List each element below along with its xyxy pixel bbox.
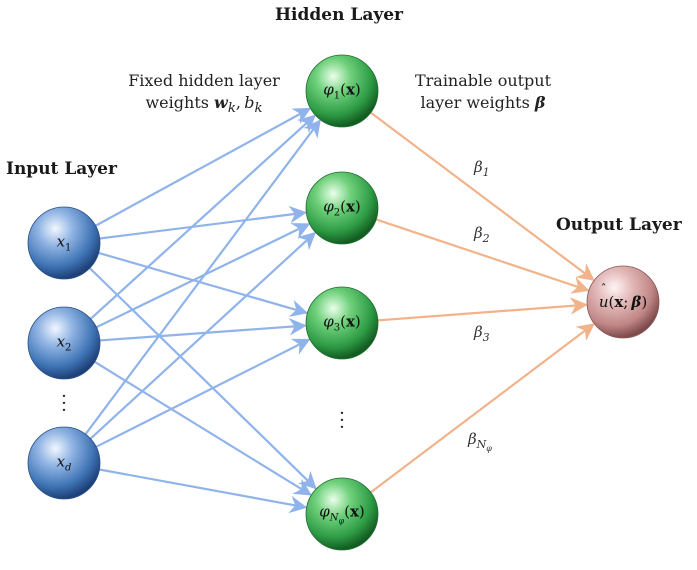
input-node-2 [27, 306, 101, 380]
hidden-node-4 [305, 477, 379, 551]
weight-label-beta-2: β2 [474, 224, 490, 245]
edge-input1-hidden3 [98, 251, 309, 317]
w-symbol: w [214, 93, 228, 112]
edge-input1-hidden4 [89, 267, 317, 490]
hidden-node-3 [305, 286, 379, 360]
hidden-node-2 [305, 171, 379, 245]
input-node-label-x2: x2 [56, 332, 72, 354]
hidden-node-label-phi1: φ1(x) [323, 80, 361, 102]
hidden-ellipsis: ··· [339, 403, 345, 438]
fixed-weights-line2: weights wk, bk [145, 93, 263, 117]
edge-hidden4-output [370, 323, 595, 494]
b-subscript: k [254, 101, 263, 117]
hidden-node-label-phi3: φ3(x) [323, 312, 361, 334]
hidden-node-label-phi2: φ2(x) [323, 197, 361, 219]
edge-hidden2-output [375, 218, 590, 294]
w-subscript: k [227, 101, 236, 117]
b-symbol: b [244, 93, 255, 112]
trainable-line2: layer weights β [400, 92, 566, 114]
input-hidden-edges [84, 107, 321, 514]
fixed-weights-prefix: weights [145, 93, 215, 112]
beta-symbol: β [534, 93, 546, 112]
edge-input3-hidden1 [84, 119, 321, 435]
trainable-weights-annotation: Trainable output layer weights β [400, 70, 566, 114]
input-node-1 [27, 206, 101, 280]
edge-input1-hidden1 [95, 107, 312, 227]
edge-input2-hidden3 [99, 318, 307, 342]
nodes [27, 54, 660, 551]
hidden-output-edges [370, 111, 595, 494]
edge-input2-hidden2 [95, 223, 311, 329]
input-node-label-xd: xd [56, 452, 72, 474]
input-node-label-x1: x1 [56, 232, 72, 254]
input-ellipsis: ··· [61, 386, 67, 421]
hidden-node-label-phi-n: φNφ(x) [319, 502, 365, 526]
edge-hidden1-output [370, 111, 595, 281]
trainable-prefix: layer weights [420, 93, 535, 112]
input-node-3 [27, 426, 101, 500]
edge-input3-hidden4 [99, 468, 308, 514]
edge-input2-hidden4 [94, 360, 312, 496]
weight-label-beta-1: β1 [474, 158, 490, 179]
fixed-weights-line1: Fixed hidden layer [128, 71, 280, 90]
edge-hidden3-output [377, 297, 588, 322]
hidden-node-1 [305, 54, 379, 128]
input-layer-header: Input Layer [6, 159, 117, 179]
edge-input3-hidden2 [89, 231, 317, 440]
weight-label-beta-3: β3 [474, 323, 490, 344]
output-layer-header: Output Layer [556, 215, 682, 235]
hidden-layer-header: Hidden Layer [275, 5, 404, 25]
weight-label-beta-n-phi: βNφ [468, 430, 492, 454]
fixed-weights-annotation: Fixed hidden layer weights wk, bk [112, 70, 296, 120]
trainable-line1: Trainable output [414, 71, 552, 90]
output-node [586, 265, 660, 339]
edge-input3-hidden3 [95, 338, 311, 448]
edge-input2-hidden1 [89, 114, 316, 320]
edge-input1-hidden2 [99, 205, 308, 240]
